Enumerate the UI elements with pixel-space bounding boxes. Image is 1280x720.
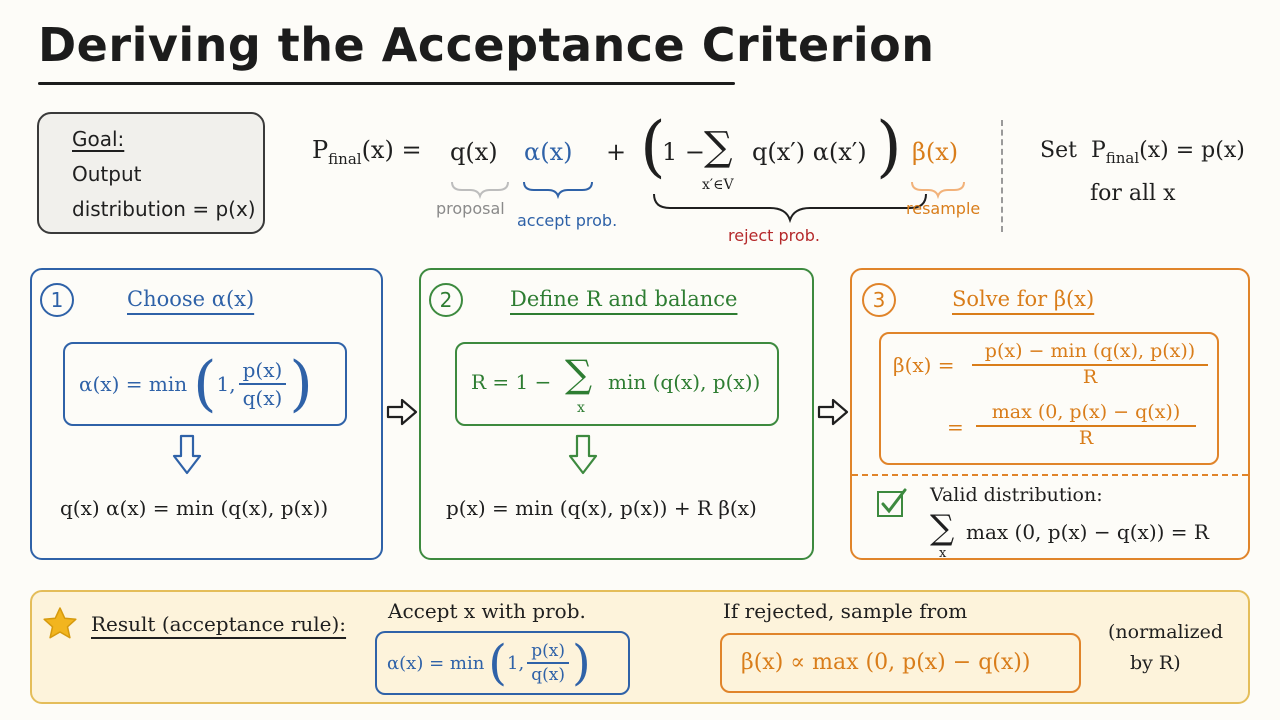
beta-frac1: p(x) − min (q(x), p(x)) R [972,340,1208,388]
eq-sigma: ∑ [704,124,733,170]
eq-q: q(x) [450,138,498,166]
set-sub: final [1105,149,1140,167]
panel-choose-alpha [30,268,383,560]
goal-line2: distribution = p(x) [72,197,256,221]
alpha-close: ) [289,349,313,419]
beta-frac1-den: R [1082,366,1098,388]
accept-frac-den: q(x) [531,665,565,685]
beta-frac2-num: max (0, p(x) − q(x)) [976,401,1196,427]
proposal-brace [451,181,509,200]
panel-define-r [419,268,814,560]
alpha-one: 1, [216,372,236,396]
eq-beta: β(x) [912,138,959,166]
accept-frac-num: p(x) [527,641,569,664]
down-arrow-1-icon [172,434,202,475]
alpha-def: α(x) = min ( 1, p(x)q(x) ) [79,349,313,419]
eq-lhs-arg: (x) = [361,136,422,164]
alpha-def-box [63,342,347,426]
eq-one-minus: 1 − [662,138,706,166]
beta-box [879,332,1219,465]
alpha-frac-den: q(x) [242,386,283,410]
beta-frac2-den: R [1078,427,1094,449]
eq-open-paren: ( [640,108,666,185]
panel2-result: p(x) = min (q(x), p(x)) + R β(x) [446,496,757,520]
checkbox-checked-icon [877,488,907,517]
accept-expr: α(x) = min ( 1, p(x)q(x) ) [387,635,591,691]
label-reject: reject prob. [728,226,820,245]
label-proposal: proposal [436,199,505,218]
set-word: Set [1040,138,1077,163]
accept-open: ( [488,635,508,691]
alpha-frac: p(x)q(x) [238,358,287,410]
eq-lhs-sub: final [328,150,362,168]
goal-line1: Output [72,162,142,186]
resample-brace [911,181,965,200]
accept-caption: Accept x with prob. [388,599,586,623]
label-resample: resample [906,199,981,218]
beta-eq2: = [947,415,964,439]
divider [1001,120,1003,232]
norm-line2: by R) [1130,652,1181,674]
goal-box: Goal: Output distribution = p(x) [37,112,265,234]
set-note-line2: for all x [1090,181,1176,206]
accept-one: 1, [507,652,525,674]
beta-frac2: max (0, p(x) − q(x)) R [976,401,1196,449]
r-def-sigma: ∑ [565,352,593,396]
valid-expr: max (0, p(x) − q(x)) = R [966,520,1209,544]
top-equation: Pfinal(x) = [312,136,422,168]
alpha-open: ( [193,349,217,419]
reject-expr: β(x) ∝ max (0, p(x) − q(x)) [741,650,1031,675]
underbraces [451,181,965,224]
r-def-box [455,342,779,426]
reject-box [720,633,1081,693]
eq-lhs: P [312,136,329,164]
eq-plus: + [606,138,627,166]
valid-label: Valid distribution: [930,484,1103,506]
step-3-badge: 3 [862,283,896,317]
step-2-badge: 2 [429,283,463,317]
right-arrow-1-icon [386,398,418,426]
accept-box [375,631,630,695]
set-rest: (x) = p(x) [1139,138,1245,163]
panel1-result: q(x) α(x) = min (q(x), p(x)) [60,496,329,520]
star-icon [43,607,77,639]
eq-alpha: α(x) [524,138,573,166]
step-1-badge: 1 [40,283,74,317]
panel2-heading: Define R and balance [510,287,738,311]
beta-lhs: β(x) = [893,353,955,377]
eq-sum-body: q(x′) α(x′) [752,138,867,166]
panel3-heading: Solve for β(x) [952,287,1095,311]
eq-close-paren: ) [876,108,902,185]
accept-brace [523,181,593,200]
set-p: P [1090,138,1106,163]
down-arrow-2-icon [568,434,598,475]
reject-brace [653,193,927,224]
alpha-frac-num: p(x) [238,358,287,385]
panel3-separator [852,474,1248,476]
eq-sigma-sub: x′∈V [702,177,734,193]
accept-lhs: α(x) = min [387,652,485,674]
alpha-lhs: α(x) = min [79,372,188,396]
page-title: Deriving the Acceptance Criterion [38,18,935,72]
valid-sigma: ∑ [930,508,955,548]
r-def-rhs: min (q(x), p(x)) [608,370,761,394]
result-bar [30,590,1250,704]
right-arrow-2-icon [817,398,849,426]
result-label: Result (acceptance rule): [91,612,347,636]
valid-sigma-sub: x [939,546,947,561]
goal-label: Goal: [72,127,125,151]
set-note-line1: Set Pfinal(x) = p(x) [1040,138,1245,167]
panel1-heading: Choose α(x) [127,287,255,311]
reject-caption: If rejected, sample from [723,599,968,623]
accept-frac: p(x)q(x) [527,641,569,685]
accept-close: ) [571,635,591,691]
label-accept: accept prob. [517,211,618,230]
r-def-lhs: R = 1 − [471,370,552,394]
norm-line1: (normalized [1108,621,1224,643]
panel-solve-beta [850,268,1250,560]
title-underline [38,82,735,85]
r-def-sigma-sub: x [577,400,585,416]
beta-frac1-num: p(x) − min (q(x), p(x)) [972,340,1208,366]
